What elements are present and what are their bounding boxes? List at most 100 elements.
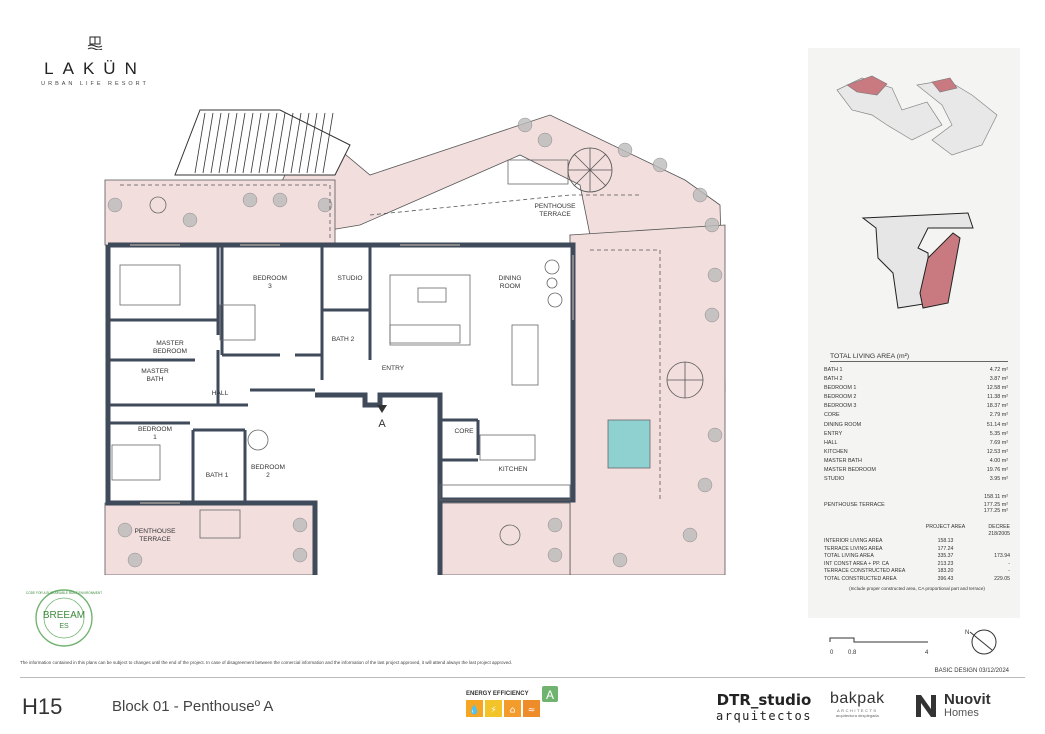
energy-icon: 💧 bbox=[469, 704, 480, 716]
furniture bbox=[111, 159, 571, 546]
label-core: CORE bbox=[454, 428, 474, 435]
roof-hatch-line bbox=[322, 112, 334, 174]
energy-label: ENERGY EFFICIENCY bbox=[466, 691, 529, 697]
nuovit-line2: Homes bbox=[944, 707, 979, 719]
area-row: BEDROOM 3 18.37 m² bbox=[824, 402, 1008, 411]
plant-icon bbox=[537, 132, 553, 148]
plant-icon bbox=[547, 547, 563, 563]
area-table-title: TOTAL LIVING AREA (m²) bbox=[830, 353, 1008, 362]
energy-efficiency-badge: ENERGY EFFICIENCY A 💧⚡⌂≈ bbox=[466, 686, 558, 717]
terrace-strip-area bbox=[104, 179, 336, 246]
energy-icon: ⌂ bbox=[510, 706, 516, 716]
summary-project: 396.43 bbox=[937, 575, 954, 582]
brand-name: LAKÜN bbox=[44, 59, 146, 78]
roof-hatch-line bbox=[258, 112, 270, 174]
area-subtotal: 158.11 m² bbox=[900, 493, 1008, 501]
scale-tick-2: 4 bbox=[925, 650, 929, 656]
area-row-value: 4.00 m² bbox=[989, 457, 1008, 464]
breeam-sub: ES bbox=[59, 623, 69, 630]
energy-icon-box bbox=[523, 700, 540, 717]
plant-icon bbox=[682, 527, 698, 543]
plant-icon bbox=[704, 217, 720, 233]
footer-divider bbox=[20, 677, 1025, 678]
area-terrace-name: PENTHOUSE TERRACE bbox=[824, 502, 885, 508]
area-row-name: BEDROOM 2 bbox=[824, 394, 857, 401]
energy-class-box bbox=[542, 686, 558, 702]
energy-icon-box bbox=[504, 700, 521, 717]
summary-label: INTERIOR LIVING AREA bbox=[824, 538, 883, 544]
bakpak-sub2: arquitectura desplegada bbox=[835, 713, 879, 718]
plant-icon bbox=[517, 117, 533, 133]
energy-icon-box bbox=[466, 700, 483, 717]
area-row-name: BEDROOM 1 bbox=[824, 385, 857, 392]
block-text: Block 01 - Penthouseº A bbox=[112, 698, 274, 715]
area-row: HALL 7.69 m² bbox=[824, 439, 1008, 448]
roof-hatch bbox=[174, 109, 351, 176]
plant-icon bbox=[704, 307, 720, 323]
breeam-ring: CODE FOR A SUSTAINABLE BUILT ENVIRONMENT bbox=[26, 591, 102, 595]
summary-label: INT CONST AREA + PP. CA bbox=[824, 560, 890, 567]
area-row-name: HALL bbox=[824, 439, 838, 446]
interior-walls bbox=[108, 245, 480, 503]
area-row-name: KITCHEN bbox=[824, 448, 848, 455]
area-terrace-row: PENTHOUSE TERRACE 177.25 m² 177.25 m² bbox=[824, 502, 1008, 514]
section-marker-arrow bbox=[377, 405, 387, 413]
roof-hatch-line bbox=[250, 112, 262, 174]
roof-hatch-line bbox=[266, 112, 278, 174]
plant-icon bbox=[107, 197, 123, 213]
summary-label: TERRACE LIVING AREA bbox=[824, 545, 883, 552]
area-row-name: BEDROOM 3 bbox=[824, 403, 857, 410]
nuovit-logo: Nuovit Homes bbox=[914, 692, 991, 719]
block-3d-render bbox=[836, 75, 998, 156]
area-row-value: 3.87 m² bbox=[989, 376, 1008, 383]
area-row-value: 51.14 m² bbox=[986, 421, 1008, 428]
area-row-value: 3.95 m² bbox=[989, 476, 1008, 483]
summary-project: 335.37 bbox=[937, 553, 954, 560]
plant-icon bbox=[692, 187, 708, 203]
plant-icon bbox=[127, 552, 143, 568]
summary-label: TOTAL CONSTRUCTED AREA bbox=[824, 575, 897, 582]
area-row-name: STUDIO bbox=[824, 476, 845, 483]
energy-class: A bbox=[546, 688, 554, 702]
roof-hatch-line bbox=[290, 112, 302, 174]
plant-icon bbox=[317, 197, 333, 213]
area-row-name: MASTER BATH bbox=[824, 457, 862, 464]
dtr-line2: arquitectos bbox=[716, 709, 812, 723]
roof-hatch-line bbox=[226, 112, 238, 174]
energy-icon: ⚡ bbox=[490, 706, 496, 716]
area-row-value: 18.37 m² bbox=[986, 403, 1008, 410]
label-entry: ENTRY bbox=[382, 365, 405, 372]
summary-col-project: PROJECT AREA bbox=[925, 524, 966, 530]
roof-hatch-line bbox=[298, 112, 310, 174]
plant-icon bbox=[707, 427, 723, 443]
plant-icon bbox=[707, 267, 723, 283]
breeam-name: BREEAM bbox=[43, 610, 85, 621]
summary-decree: 173.94 bbox=[994, 553, 1010, 560]
area-terrace-value: 177.25 m² bbox=[983, 502, 1008, 508]
disclaimer-text: The information contained in this plans … bbox=[20, 660, 513, 665]
nuovit-line1: Nuovit bbox=[944, 691, 991, 708]
area-row-value: 19.76 m² bbox=[986, 467, 1008, 474]
dtr-line1: DTR_studio bbox=[716, 691, 812, 709]
label-bath-1: BATH 1 bbox=[206, 472, 229, 479]
label-bath-2: BATH 2 bbox=[332, 336, 355, 343]
scale-bar: 0 0.8 4 bbox=[829, 637, 929, 656]
plant-icon bbox=[117, 522, 133, 538]
north-label: N bbox=[965, 630, 969, 636]
area-row-name: CORE bbox=[824, 412, 840, 419]
area-row-value: 7.69 m² bbox=[989, 439, 1008, 446]
